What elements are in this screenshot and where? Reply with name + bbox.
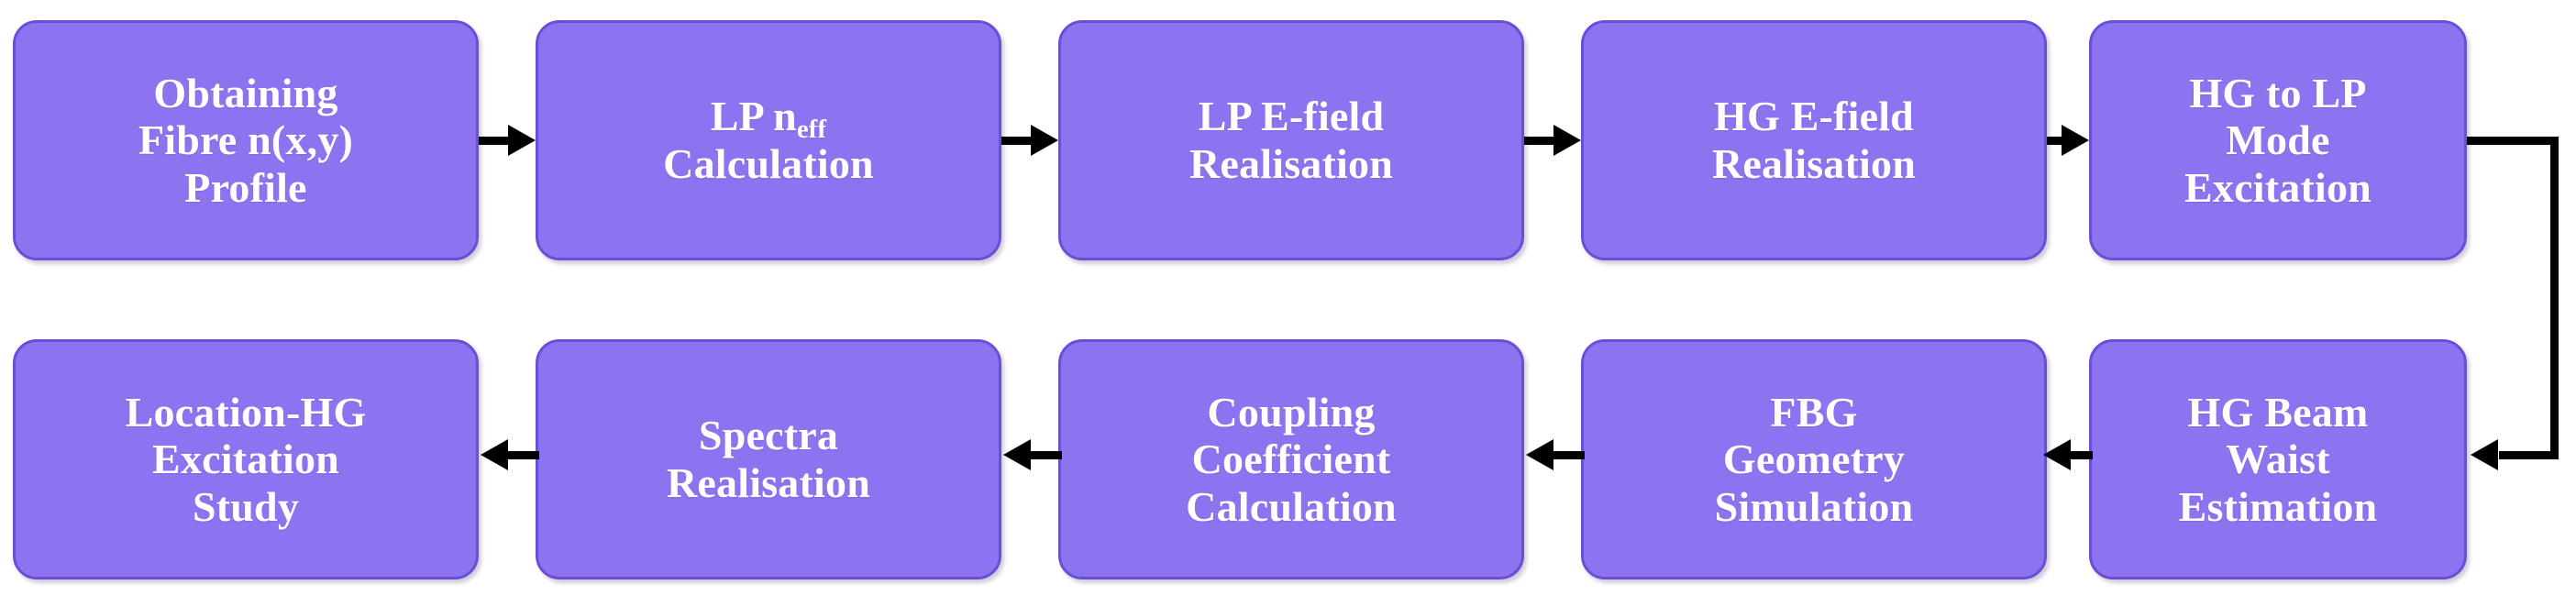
node-hg-beam-waist-estimation[interactable]: HG Beam Waist Estimation — [2089, 339, 2467, 579]
connector-e8-arrowhead — [1003, 439, 1031, 470]
node-lp-neff-calculation[interactable]: LP neff Calculation — [536, 20, 1001, 260]
node-label: LP E-field Realisation — [1189, 93, 1393, 187]
node-label: LP neff Calculation — [547, 93, 989, 187]
node-label: HG E-field Realisation — [1712, 93, 1916, 187]
node-label: HG to LP Mode Excitation — [2184, 69, 2371, 211]
node-label: FBG Geometry Simulation — [1714, 388, 1914, 530]
connector-e5-segment-right — [2550, 137, 2559, 458]
connector-e1-line — [479, 137, 514, 145]
connector-e8-line — [1031, 451, 1062, 459]
node-label: Spectra Realisation — [667, 412, 870, 506]
node-label-post: Calculation — [663, 140, 874, 187]
node-label-pre: LP n — [710, 93, 797, 140]
node-spectra-realisation[interactable]: Spectra Realisation — [536, 339, 1001, 579]
node-label: Location-HG Excitation Study — [125, 388, 367, 530]
connector-e7-arrowhead — [1526, 439, 1553, 470]
node-label: HG Beam Waist Estimation — [2178, 388, 2378, 530]
node-label: Obtaining Fibre n(x,y) Profile — [138, 69, 354, 211]
node-label-subscript: eff — [796, 115, 827, 144]
node-lp-efield-realisation[interactable]: LP E-field Realisation — [1058, 20, 1524, 260]
connector-e9-arrowhead — [481, 439, 508, 470]
node-label: Coupling Coefficient Calculation — [1186, 388, 1397, 530]
connector-e5-arrowhead — [2471, 439, 2498, 470]
connector-e2-arrowhead — [1031, 125, 1058, 156]
node-obtaining-fibre-profile[interactable]: Obtaining Fibre n(x,y) Profile — [13, 20, 479, 260]
connector-e4-arrowhead — [2062, 125, 2089, 156]
connector-e3-arrowhead — [1553, 125, 1581, 156]
connector-e6-line — [2062, 451, 2093, 459]
connector-e7-line — [1553, 451, 1585, 459]
node-coupling-coefficient-calculation[interactable]: Coupling Coefficient Calculation — [1058, 339, 1524, 579]
node-hg-efield-realisation[interactable]: HG E-field Realisation — [1581, 20, 2047, 260]
connector-e5-segment-top — [2467, 137, 2559, 145]
connector-e9-line — [508, 451, 539, 459]
connector-e6-arrowhead — [2043, 439, 2071, 470]
node-fbg-geometry-simulation[interactable]: FBG Geometry Simulation — [1581, 339, 2047, 579]
connector-e4-line — [2047, 137, 2067, 145]
connector-e1-arrowhead — [508, 125, 536, 156]
node-location-hg-excitation-study[interactable]: Location-HG Excitation Study — [13, 339, 479, 579]
connector-e3-line — [1524, 137, 1559, 145]
node-hg-to-lp-mode-excitation[interactable]: HG to LP Mode Excitation — [2089, 20, 2467, 260]
connector-e2-line — [1001, 137, 1036, 145]
connector-e5-segment-bottom — [2499, 451, 2559, 459]
